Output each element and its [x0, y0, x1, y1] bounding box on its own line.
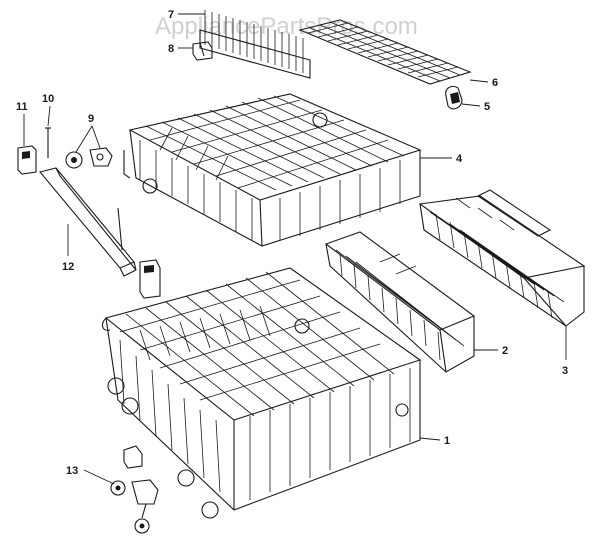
leader-lines	[23, 13, 567, 485]
tine-row-icon[interactable]	[199, 10, 311, 79]
cup-shelf-icon[interactable]	[298, 19, 472, 85]
clip-icon[interactable]	[192, 41, 213, 61]
callout-8: 8	[168, 43, 174, 55]
lower-rack-icon[interactable]	[101, 267, 422, 519]
rack-track-icon[interactable]	[39, 167, 161, 299]
callout-2: 2	[502, 345, 508, 357]
callout-7: 7	[168, 9, 174, 21]
callout-6: 6	[492, 77, 498, 89]
large-silverware-basket-icon[interactable]	[418, 189, 586, 327]
callout-12: 12	[62, 261, 74, 273]
callout-1: 1	[444, 435, 450, 447]
silverware-basket-icon[interactable]	[324, 231, 476, 373]
callout-9: 9	[88, 113, 94, 125]
callout-11: 11	[16, 101, 28, 113]
roller-bracket-icon[interactable]	[65, 147, 113, 169]
callout-13: 13	[66, 465, 78, 477]
callout-3: 3	[562, 365, 568, 377]
callout-labels: 7 8 6 5 4 10 11 9 12 2 3 1 13	[16, 9, 568, 477]
callout-5: 5	[484, 101, 490, 113]
hook-icon[interactable]	[445, 85, 463, 110]
callout-4: 4	[456, 153, 463, 165]
watermark-text: AppliancePartsPros.com	[155, 13, 418, 40]
screw-icon[interactable]	[45, 127, 51, 158]
roller-assembly-icon[interactable]	[110, 445, 159, 534]
upper-rack-icon[interactable]	[123, 93, 422, 247]
callout-10: 10	[42, 93, 54, 105]
end-cap-icon[interactable]	[17, 145, 37, 175]
